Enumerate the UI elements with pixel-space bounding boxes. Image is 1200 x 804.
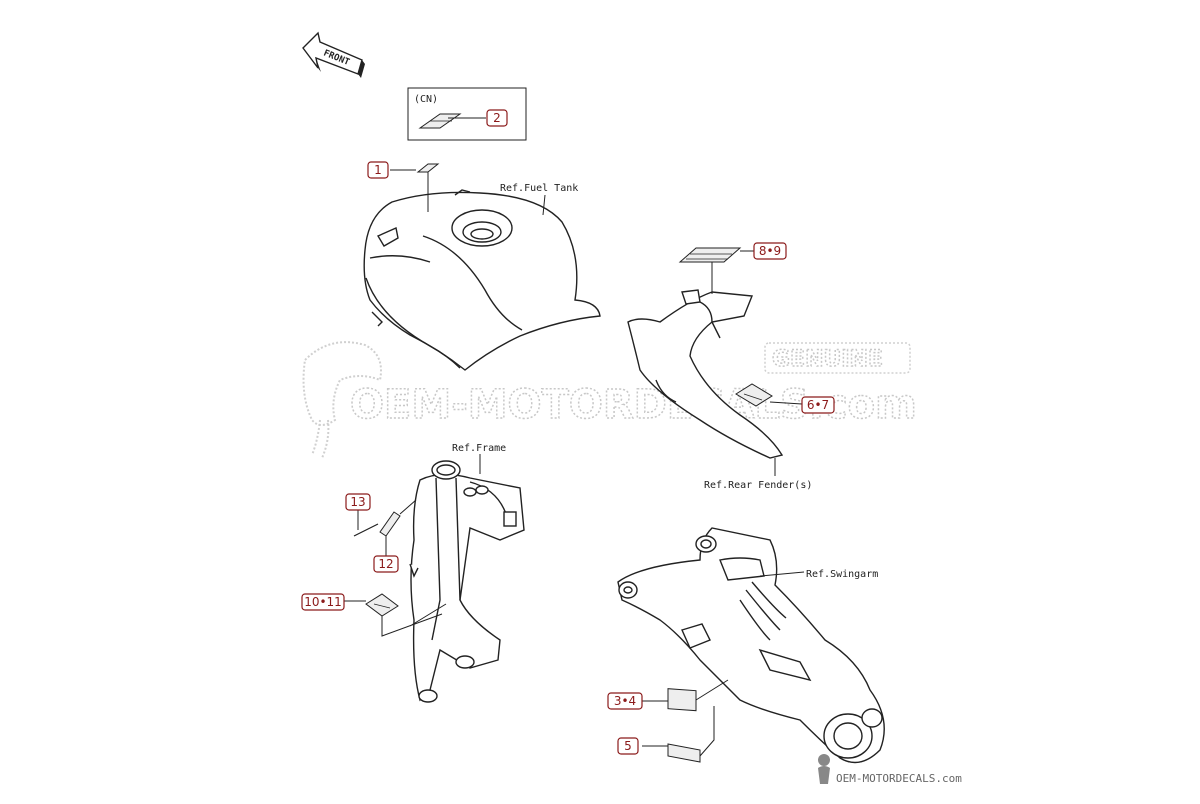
decal-12 (379, 511, 401, 537)
callout-1[interactable]: 1 (367, 161, 389, 179)
watermark-badge (764, 342, 911, 374)
decal-8-9 (678, 247, 742, 263)
decal-3-4 (667, 688, 697, 712)
callout-13[interactable]: 13 (345, 493, 371, 511)
callout-5[interactable]: 5 (617, 737, 639, 755)
callout-6-7-label: 6•7 (807, 398, 829, 412)
footer-watermark: OEM-MOTORDECALS.com (818, 754, 962, 785)
callout-10-11[interactable]: 10•11 (301, 593, 345, 611)
decal-6-7 (735, 383, 773, 407)
decal-5 (667, 743, 701, 763)
frame (409, 460, 525, 703)
watermark-badge-text: GENUINE (772, 347, 883, 372)
decal-1 (416, 163, 440, 173)
decal-10-11 (365, 593, 399, 617)
ref-swingarm: Ref.Swingarm (806, 569, 878, 580)
callout-8-9-label: 8•9 (759, 244, 781, 258)
part-13 (353, 523, 379, 537)
callout-3-4[interactable]: 3•4 (607, 692, 643, 710)
footer-watermark-text: OEM-MOTORDECALS.com (836, 772, 962, 785)
ref-frame: Ref.Frame (452, 443, 506, 454)
ref-rear-fender: Ref.Rear Fender(s) (704, 480, 812, 491)
callout-3-4-label: 3•4 (614, 694, 636, 708)
callout-2[interactable]: 2 (486, 109, 508, 127)
callout-5-label: 5 (624, 739, 632, 753)
callout-1-label: 1 (374, 163, 382, 177)
callout-12-label: 12 (378, 557, 393, 571)
ref-fuel-tank: Ref.Fuel Tank (500, 183, 578, 194)
callout-6-7[interactable]: 6•7 (801, 396, 835, 414)
front-arrow: FRONT (302, 31, 365, 78)
callout-2-label: 2 (493, 111, 501, 125)
fuel-tank (363, 189, 601, 371)
footer-logo-icon (818, 754, 830, 784)
callout-8-9[interactable]: 8•9 (753, 242, 787, 260)
callout-13-label: 13 (350, 495, 365, 509)
cn-box: (CN) (407, 87, 527, 141)
callout-12[interactable]: 12 (373, 555, 399, 573)
watermark-logo-icon (302, 341, 382, 459)
callout-10-11-label: 10•11 (304, 595, 342, 609)
swingarm (617, 527, 885, 764)
cn-label: (CN) (414, 94, 438, 105)
rear-fender (627, 289, 784, 459)
